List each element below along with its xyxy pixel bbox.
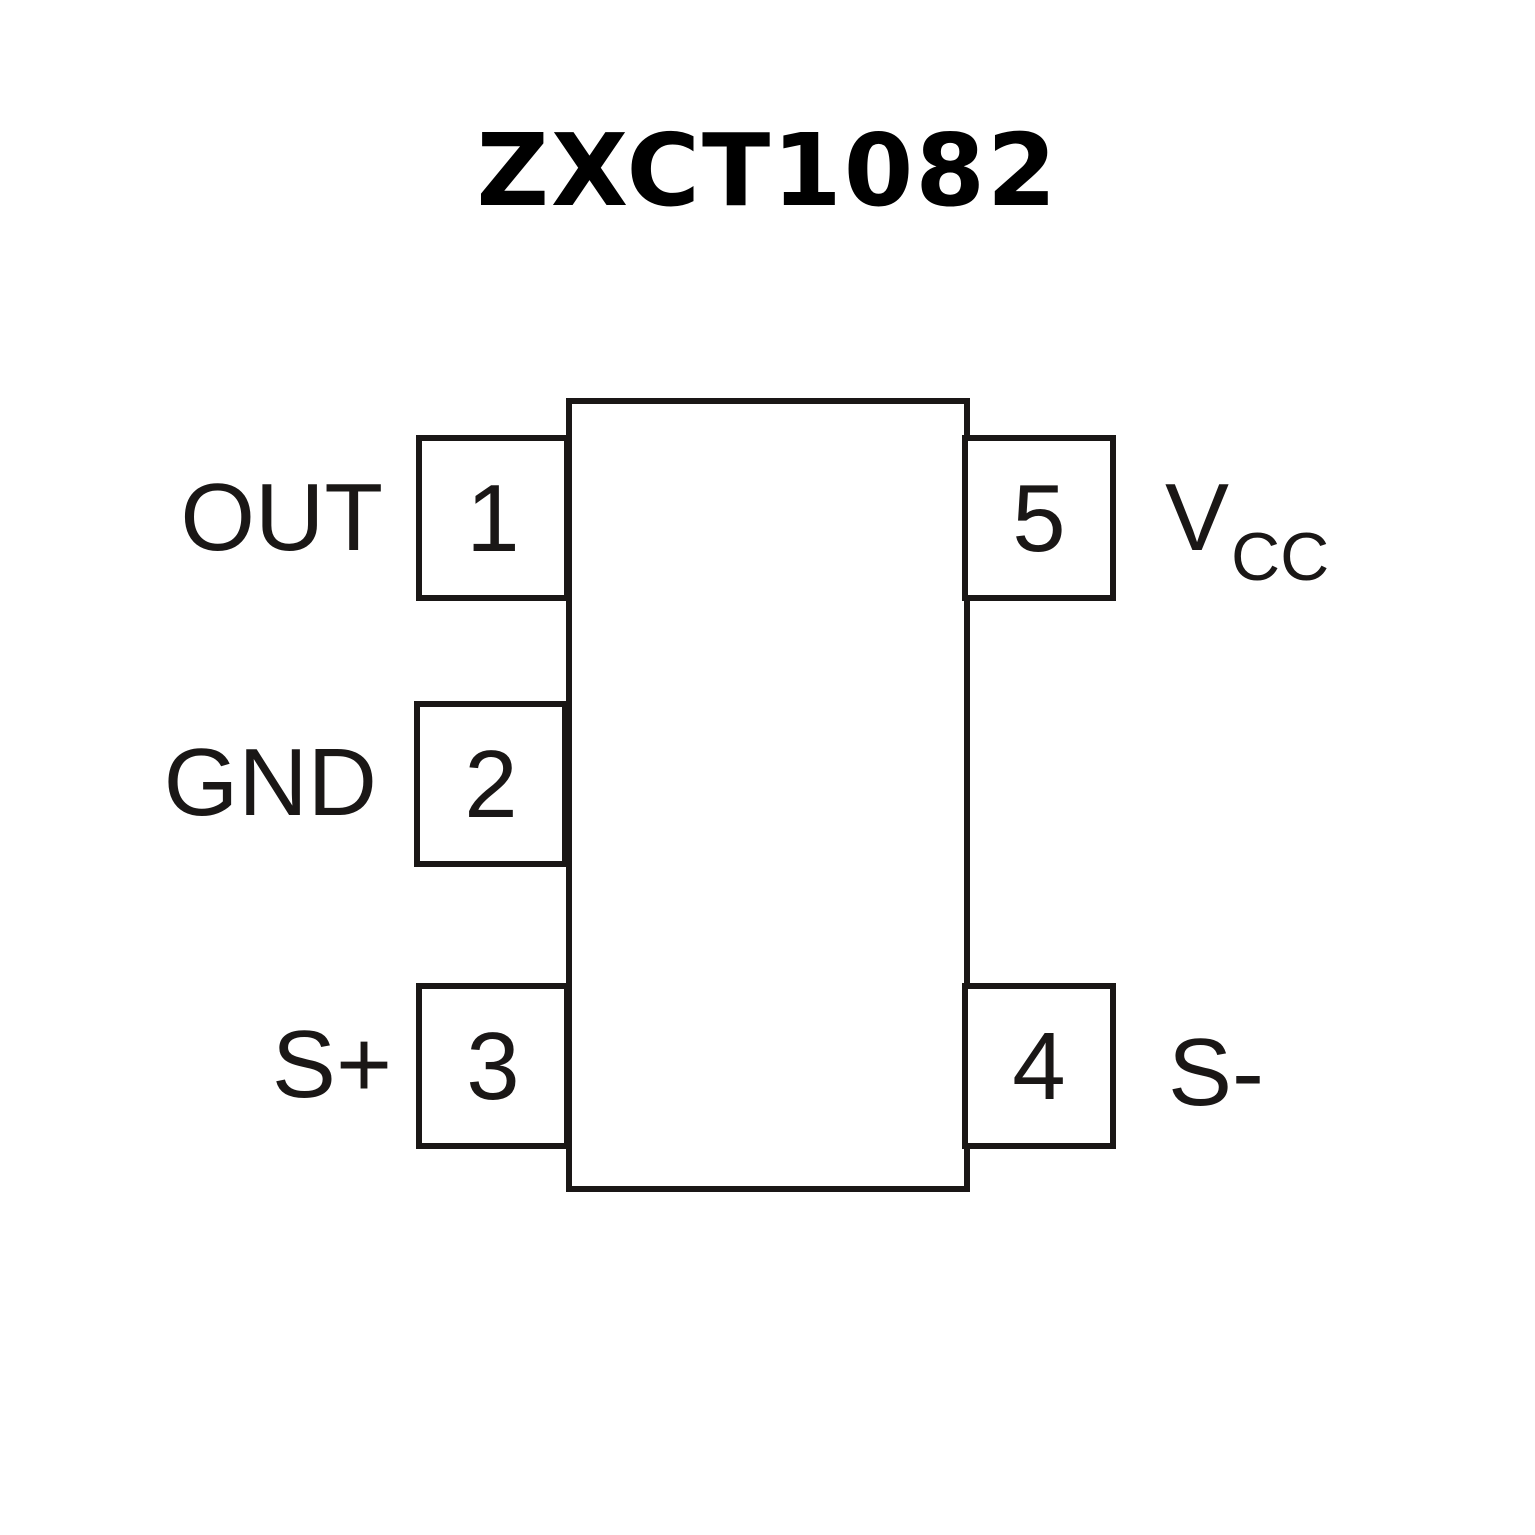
pin-5-label: VCC [1165, 468, 1329, 596]
pin-5-label-subscript: CC [1231, 519, 1330, 595]
pin-5-label-main: V [1165, 464, 1230, 571]
pin-2-number: 2 [464, 731, 518, 838]
pin-2-label: GND [163, 729, 377, 836]
pin-4-number: 4 [1012, 1013, 1066, 1120]
pin-3-label: S+ [271, 1011, 392, 1118]
part-number-title: ZXCT1082 [476, 112, 1059, 229]
package-body [566, 398, 970, 1192]
pin-2-pad: 2 [414, 701, 568, 867]
pin-4-pad: 4 [962, 983, 1116, 1149]
pin-4-label: S- [1168, 1019, 1264, 1126]
pin-1-pad: 1 [416, 435, 570, 601]
pin-5-pad: 5 [962, 435, 1116, 601]
pin-1-number: 1 [466, 465, 520, 572]
pin-3-number: 3 [466, 1013, 520, 1120]
pin-5-number: 5 [1012, 465, 1066, 572]
pin-1-label: OUT [180, 464, 383, 571]
pin-3-pad: 3 [416, 983, 570, 1149]
